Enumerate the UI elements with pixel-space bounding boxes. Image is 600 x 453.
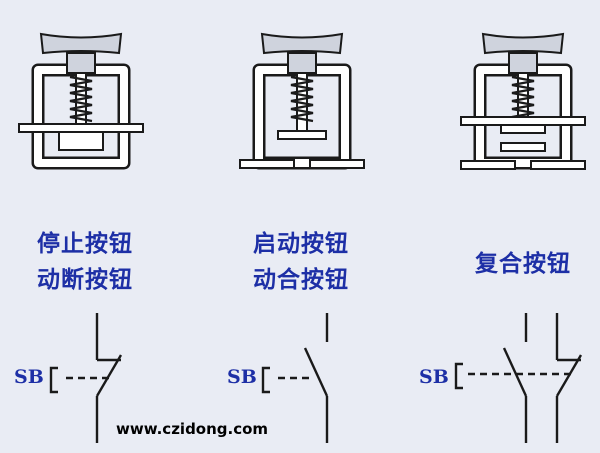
compound-upper-contacts (460, 116, 586, 126)
start-moving-bridge (277, 130, 327, 140)
compound-symbol-label: SB (419, 366, 449, 388)
start-button-caption: 启动按钮 动合按钮 (226, 226, 376, 298)
compound-moving-bridge-upper (500, 124, 546, 134)
start-symbol-label: SB (227, 366, 257, 388)
start-button-head (260, 32, 344, 133)
start-fixed-contact-left (239, 159, 295, 169)
stop-caption-line-2: 动断按钮 (37, 267, 133, 293)
stop-button-caption: 停止按钮 动断按钮 (10, 226, 160, 298)
watermark-text: www.czidong.com (116, 420, 269, 438)
compound-button-illustration (460, 32, 586, 170)
compound-lower-contact-left (460, 160, 516, 170)
start-caption-line-1: 启动按钮 (253, 231, 349, 257)
stop-button-head (39, 32, 123, 133)
stop-moving-bridge (58, 131, 104, 151)
stop-button-illustration (18, 32, 144, 163)
stop-fixed-contacts (18, 123, 144, 133)
start-button-illustration (239, 32, 365, 169)
compound-button-caption: 复合按钮 (448, 246, 598, 282)
start-caption-line-2: 动合按钮 (253, 267, 349, 293)
start-fixed-contact-right (309, 159, 365, 169)
compound-lower-contact-right (530, 160, 586, 170)
compound-moving-bridge-lower (500, 142, 546, 152)
start-button-symbol (261, 313, 329, 443)
stop-button-symbol (49, 313, 123, 443)
compound-button-symbol (454, 313, 583, 443)
stop-caption-line-1: 停止按钮 (37, 231, 133, 257)
stop-symbol-label: SB (14, 366, 44, 388)
compound-caption-line-1: 复合按钮 (475, 251, 571, 277)
